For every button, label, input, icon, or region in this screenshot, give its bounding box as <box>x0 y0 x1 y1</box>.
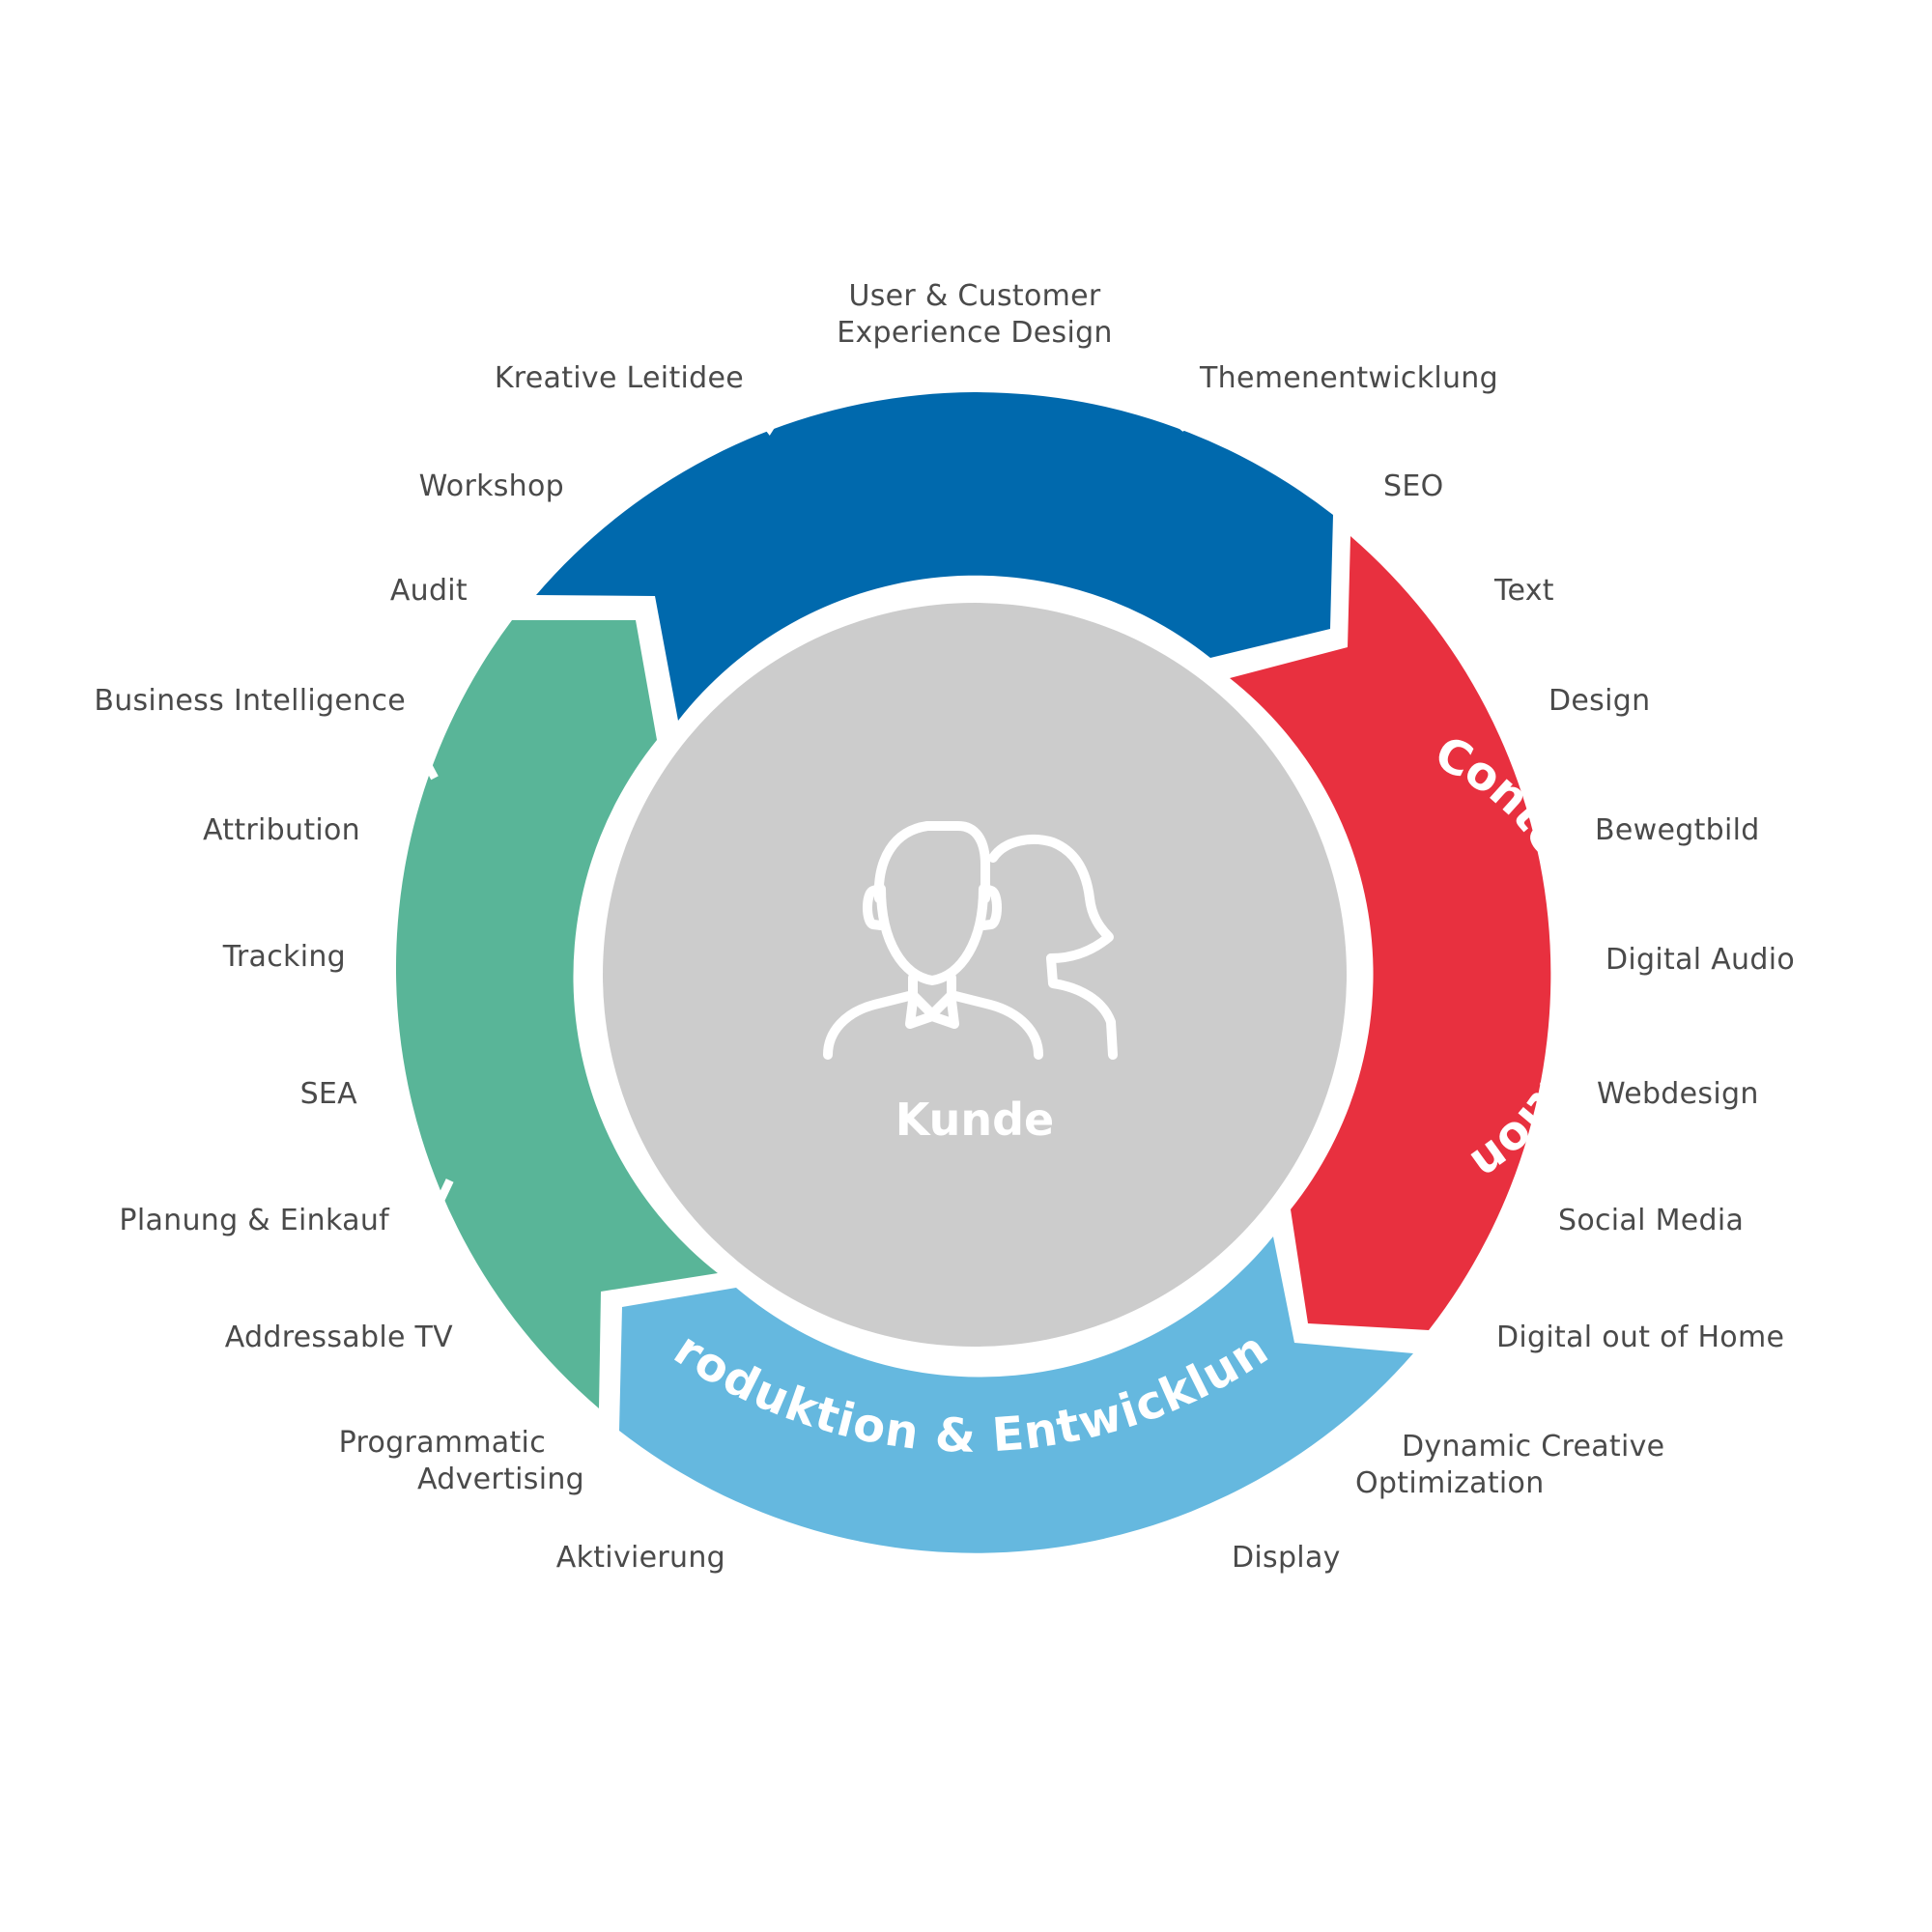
label-sea: SEA <box>300 1077 358 1111</box>
label-bewegtbild: Bewegtbild <box>1595 813 1760 847</box>
label-themenentwicklung: Themenentwicklung <box>1199 361 1498 395</box>
label-webdesign: Webdesign <box>1597 1077 1759 1111</box>
label-kreative-leitidee: Kreative Leitidee <box>495 361 744 395</box>
label-programmatic-line2: Advertising <box>417 1463 584 1496</box>
label-seo: SEO <box>1383 469 1444 503</box>
label-business-intelligence: Business Intelligence <box>94 684 406 718</box>
center-label: Kunde <box>895 1094 1054 1146</box>
label-planung-einkauf: Planung & Einkauf <box>119 1204 390 1237</box>
label-user-customer-line2: Experience Design <box>837 316 1113 350</box>
label-workshop: Workshop <box>419 469 564 503</box>
label-user-customer-line1: User & Customer <box>848 279 1100 313</box>
label-addressable-tv: Addressable TV <box>225 1321 453 1354</box>
label-digital-audio: Digital Audio <box>1605 943 1795 977</box>
label-programmatic-line1: Programmatic <box>339 1426 546 1460</box>
label-attribution: Attribution <box>203 813 360 847</box>
center-circle <box>603 603 1347 1347</box>
customers-icon <box>823 821 1118 1060</box>
label-text: Text <box>1493 574 1554 608</box>
label-tracking: Tracking <box>222 940 346 974</box>
segment-analyse-strategie <box>536 392 1333 721</box>
label-dynamic-creative-line2: Optimization <box>1355 1466 1545 1500</box>
label-audit: Audit <box>390 574 468 608</box>
segment-produktion-entwicklung <box>619 1236 1413 1553</box>
label-digital-out-of-home: Digital out of Home <box>1496 1321 1784 1354</box>
segment-media-distribution <box>395 620 718 1408</box>
label-display: Display <box>1232 1541 1341 1575</box>
segment-content-kreation <box>1230 536 1551 1330</box>
label-dynamic-creative-line1: Dynamic Creative <box>1402 1430 1664 1463</box>
label-aktivierung: Aktivierung <box>556 1541 725 1575</box>
label-social-media: Social Media <box>1558 1204 1744 1237</box>
label-design: Design <box>1548 684 1650 718</box>
